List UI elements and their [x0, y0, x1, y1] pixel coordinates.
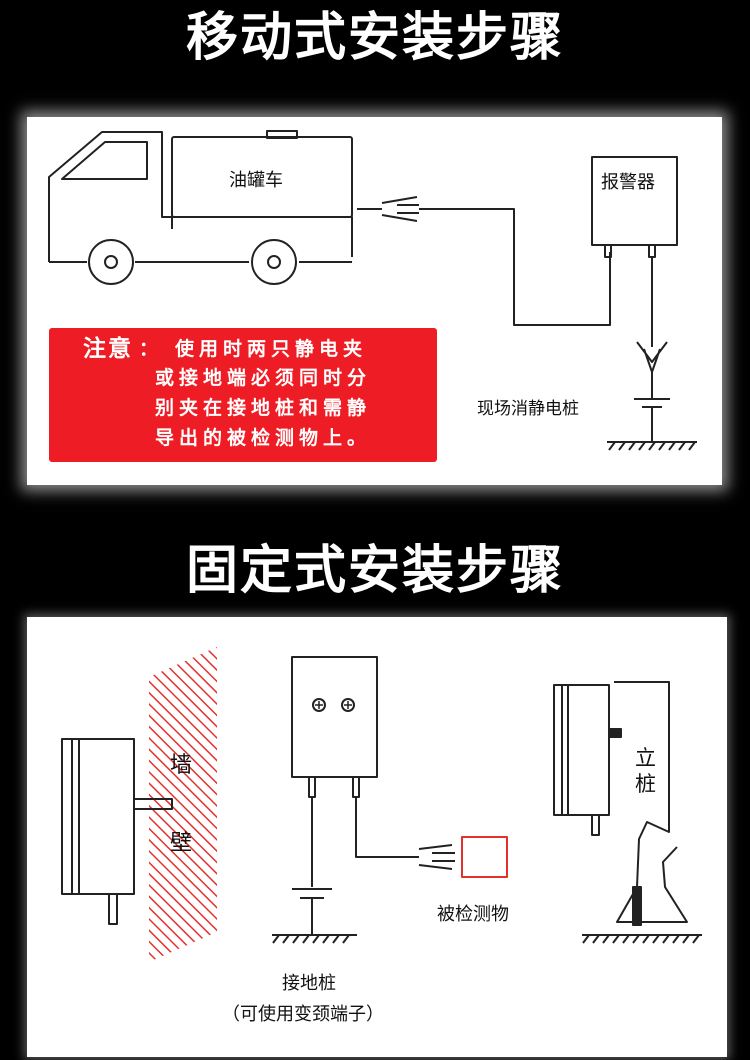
column-char-2: 桩	[635, 772, 656, 796]
note-heading: 注意	[83, 336, 133, 362]
fixed-ground-hatch	[272, 934, 350, 944]
note-line-2: 或接地端必须同时分	[155, 367, 372, 389]
front-wheel	[88, 239, 134, 285]
alarm-terminal-left	[604, 244, 612, 258]
alarm-terminal-right	[648, 244, 656, 258]
clamp-cable	[419, 208, 611, 326]
mobile-install-title: 移动式安装步骤	[185, 8, 564, 68]
tank-body	[171, 136, 353, 218]
object-clamp	[418, 844, 455, 870]
column-device-terminal	[591, 814, 600, 836]
column-pile	[614, 681, 688, 923]
fixed-terminal-right	[352, 776, 360, 798]
column-base-rod	[632, 886, 642, 926]
column-ground-hatch	[582, 934, 700, 944]
object-cable	[355, 797, 419, 858]
wall-device	[61, 738, 135, 895]
terminal-screw-left	[312, 698, 326, 712]
fixed-install-title: 固定式安装步骤	[185, 541, 564, 601]
truck-clamp	[357, 196, 419, 222]
terminal-screw-right	[341, 698, 355, 712]
note-line-3: 别夹在接地桩和需静	[155, 397, 372, 419]
mobile-diagram-drawing	[48, 130, 697, 451]
tank-hatch	[266, 130, 298, 139]
wall-char-1: 墙	[170, 753, 193, 778]
wall	[149, 647, 217, 962]
note-line-1: 使用时两只静电夹	[175, 338, 368, 360]
column-device	[553, 684, 610, 816]
rear-wheel	[251, 239, 297, 285]
wall-char-2: 壁	[170, 831, 193, 856]
column-char-1: 立	[635, 746, 656, 770]
note-box: 注意 ： 使用时两只静电夹 或接地端必须同时分 别夹在接地桩和需静 导出的被检测…	[49, 328, 437, 462]
note-separator: ：	[139, 338, 164, 360]
wall-device-terminal	[108, 893, 118, 925]
inspected-object	[461, 836, 508, 878]
truck-windshield	[61, 141, 148, 180]
tank-truck-label: 油罐车	[229, 170, 283, 191]
static-pile-label: 现场消静电桩	[477, 399, 579, 419]
fixed-terminal-left	[308, 776, 316, 798]
alarm-box	[591, 156, 678, 246]
ground-pile-note: （可使用变颈端子）	[222, 1004, 384, 1025]
note-line-4: 导出的被检测物上。	[155, 427, 372, 449]
fixed-diagram-drawing	[61, 647, 702, 962]
ground-pile-label: 接地桩	[282, 973, 336, 994]
alarm-box-fixed	[291, 656, 378, 778]
ground-hatch	[608, 441, 696, 451]
alarm-label: 报警器	[601, 172, 655, 193]
mobile-install-diagram: 油罐车 报警器 现场消静电桩 注意 ： 使用时两只静电夹 或接地端必须同时分 别…	[27, 117, 722, 485]
rear-wheel-hub	[267, 255, 281, 269]
front-wheel-hub	[104, 255, 118, 269]
inspected-object-label: 被检测物	[437, 904, 509, 925]
wall-device-bolt	[133, 798, 173, 810]
column-bolt	[608, 728, 622, 738]
fixed-install-diagram: 墙 壁 立 桩 被检测物 接地桩 （可使用变颈端子）	[27, 617, 727, 1057]
